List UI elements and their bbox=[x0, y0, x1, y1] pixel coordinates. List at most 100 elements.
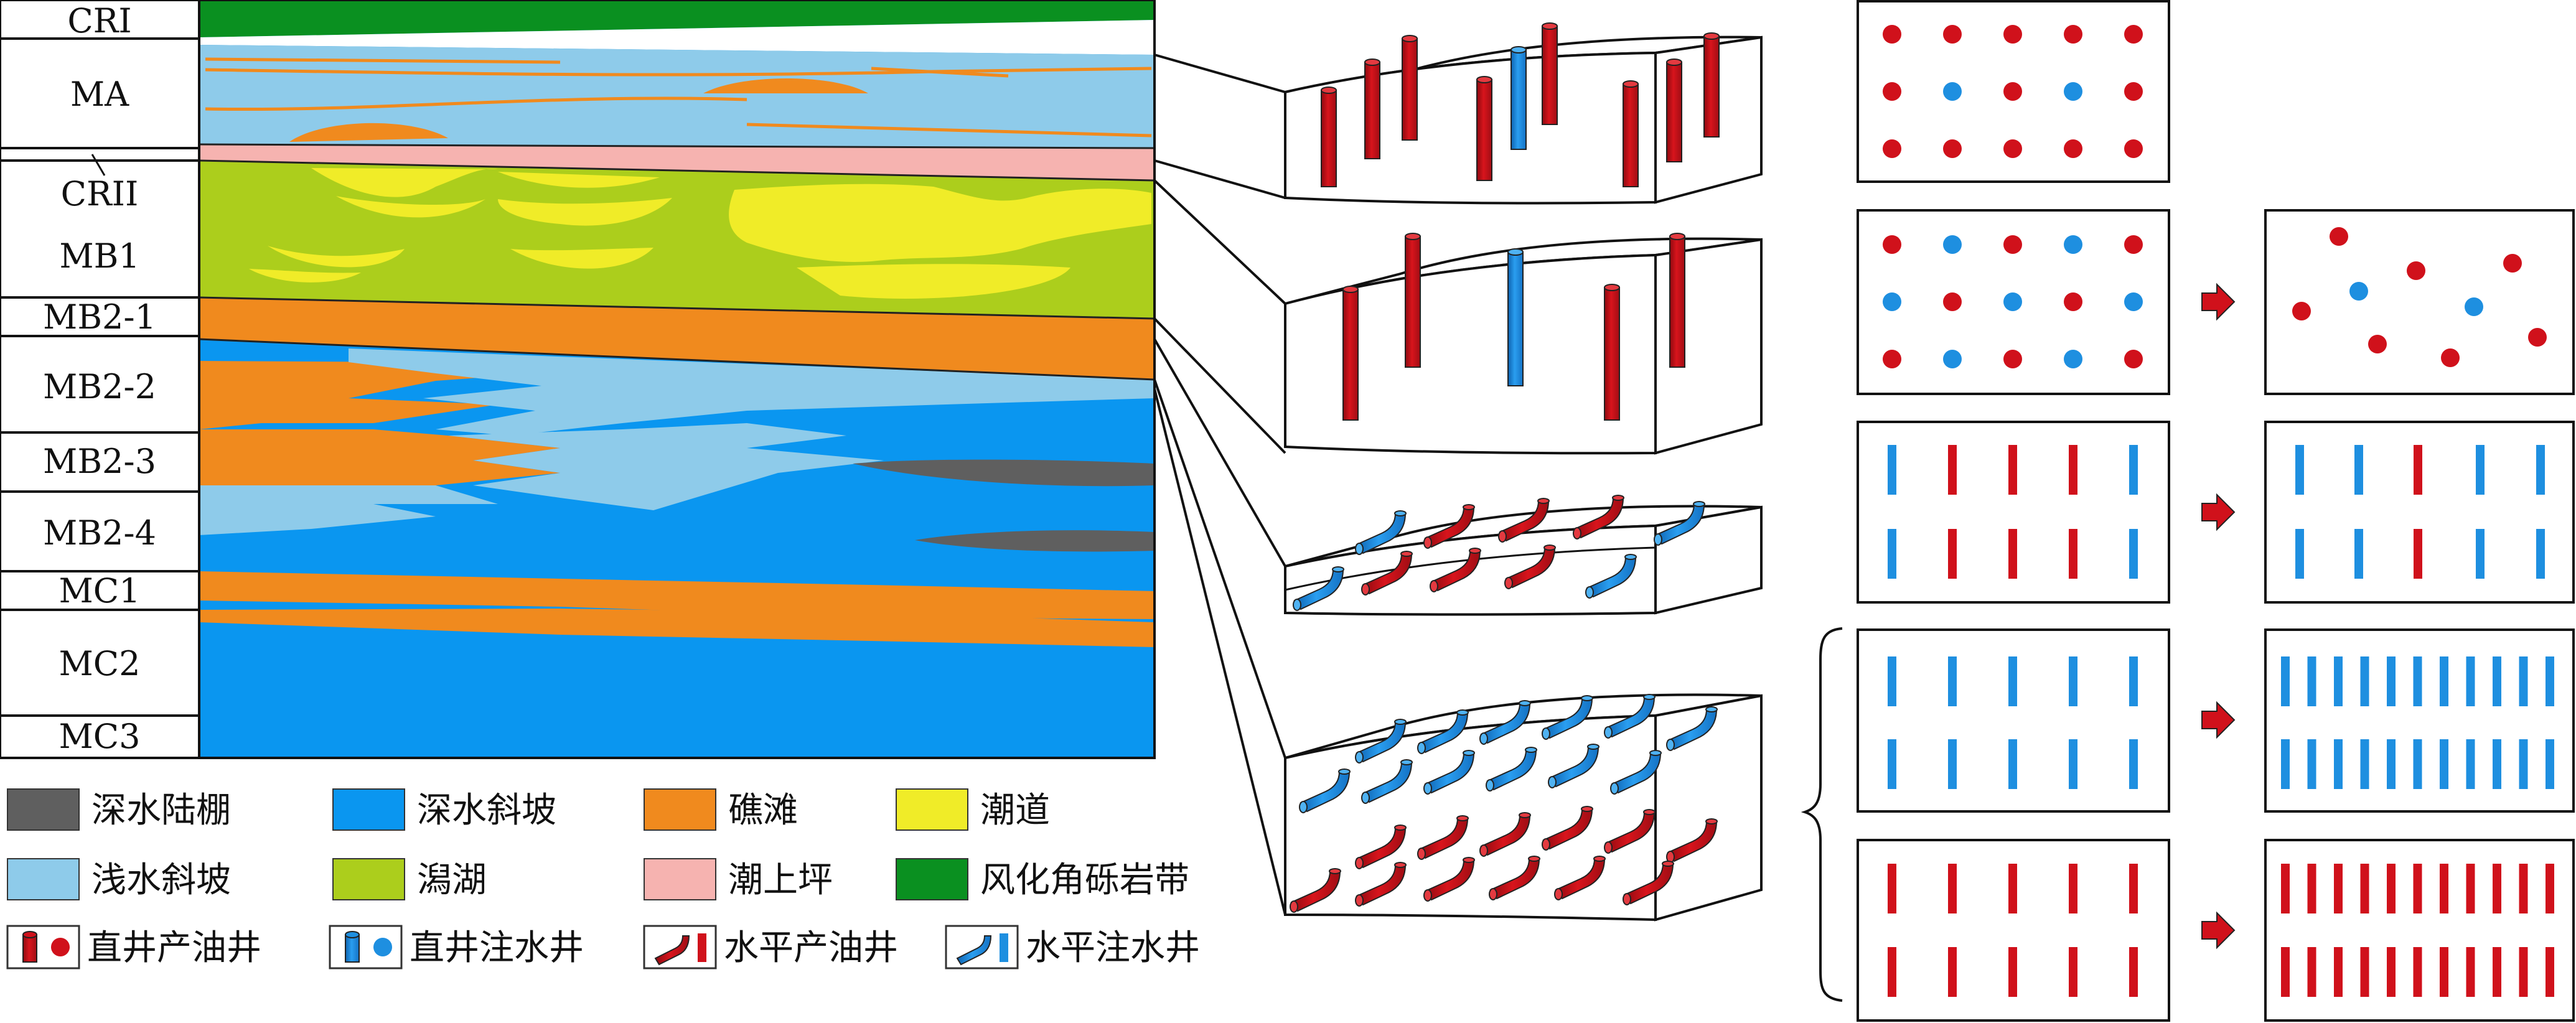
production-well-bar bbox=[2414, 445, 2422, 495]
legend-label: 深水斜坡 bbox=[417, 790, 556, 831]
production-well-bar bbox=[2387, 864, 2396, 913]
injection-well-bar bbox=[2476, 529, 2485, 579]
production-well-bar bbox=[2387, 947, 2396, 997]
deep-shelf-lens bbox=[915, 530, 1155, 552]
injection-well-bar bbox=[2129, 739, 2138, 789]
production-well-bar bbox=[2069, 864, 2077, 913]
legend-label: 潮道 bbox=[980, 790, 1050, 831]
horizontal-injection-well bbox=[1486, 747, 1537, 792]
injection-well-bar bbox=[2295, 529, 2304, 579]
horizontal-injection-well bbox=[1423, 750, 1475, 795]
production-well-bar bbox=[2008, 529, 2017, 579]
horizontal-injection-well bbox=[1299, 768, 1351, 813]
shallow-slope-facies-mb2-3 bbox=[448, 423, 884, 510]
injection-well-bar bbox=[2295, 445, 2304, 495]
production-well-bar bbox=[2069, 445, 2077, 495]
pattern-panel-2 bbox=[1857, 209, 2170, 395]
injection-well-dot bbox=[2124, 292, 2143, 311]
injection-well-dot bbox=[1883, 292, 1901, 311]
production-well-bar bbox=[2008, 445, 2017, 495]
stratum-label-mb1: MB1 bbox=[59, 236, 139, 276]
production-well-bar bbox=[2008, 864, 2017, 913]
production-well-bar bbox=[2360, 947, 2369, 997]
injection-well-dot bbox=[1943, 235, 1962, 254]
horizontal-production-well bbox=[1430, 548, 1481, 592]
legend-item: 深水斜坡 bbox=[332, 788, 556, 831]
injection-well-bar bbox=[2307, 739, 2316, 789]
legend-swatch bbox=[644, 858, 716, 900]
pattern-panel-4 bbox=[1857, 628, 2170, 813]
pattern-panel-4b bbox=[2264, 628, 2575, 813]
horizontal-production-well bbox=[1423, 504, 1475, 549]
injection-well-bar bbox=[2493, 739, 2501, 789]
injection-well-bar bbox=[2519, 739, 2528, 789]
horizontal-injection-well bbox=[1417, 709, 1469, 754]
production-well-bar bbox=[2519, 864, 2528, 913]
horizontal-injection-well bbox=[1479, 700, 1531, 745]
vertical-production-well bbox=[1604, 284, 1620, 421]
stratum-labels: CRI MA CRII MB1 MB2-1 MB2-2 MB2-3 MB2-4 … bbox=[0, 0, 200, 759]
production-well-bar bbox=[2008, 947, 2017, 997]
production-well-dot bbox=[2003, 350, 2022, 368]
injection-well-dot bbox=[2064, 350, 2082, 368]
legend-label: 礁滩 bbox=[728, 790, 798, 831]
vertical-injection-well bbox=[1507, 248, 1524, 386]
production-well-bar bbox=[1948, 864, 1957, 913]
stratum-label-mb2-3: MB2-3 bbox=[43, 442, 156, 481]
legend-label: 潟湖 bbox=[417, 860, 487, 900]
production-well-bar bbox=[2546, 947, 2554, 997]
vertical-production-well bbox=[1405, 233, 1421, 368]
horizontal-injection-well bbox=[1610, 750, 1662, 795]
production-well-dot bbox=[1883, 82, 1901, 101]
injection-well-bar bbox=[2413, 656, 2422, 706]
legend-item: 直井产油井 bbox=[6, 925, 261, 969]
injection-well-bar bbox=[2360, 656, 2369, 706]
injection-well-bar bbox=[2129, 445, 2138, 495]
injection-well-bar bbox=[2466, 656, 2475, 706]
production-well-bar bbox=[1888, 947, 1896, 997]
reef-lens bbox=[289, 123, 448, 142]
injection-well-bar bbox=[2536, 529, 2545, 579]
injection-well-bar bbox=[2360, 739, 2369, 789]
legend-item: 浅水斜坡 bbox=[7, 858, 231, 900]
shallow-slope-facies-mb2-4 bbox=[199, 485, 498, 535]
horizontal-production-well bbox=[1290, 868, 1341, 913]
vertical-production-well-icon bbox=[6, 925, 80, 969]
pattern-panel-5b bbox=[2264, 839, 2575, 1022]
production-well-dot bbox=[2003, 25, 2022, 44]
production-well-dot bbox=[2503, 254, 2522, 273]
vertical-production-well bbox=[1542, 22, 1558, 125]
horizontal-production-well bbox=[1489, 856, 1540, 900]
production-well-dot bbox=[1943, 292, 1962, 311]
production-well-dot bbox=[2124, 350, 2143, 368]
legend: 深水陆棚深水斜坡礁滩潮道浅水斜坡潟湖潮上坪风化角砾岩带 直井产油井直井注水井水平… bbox=[6, 788, 1200, 969]
legend-item: 直井注水井 bbox=[329, 925, 584, 969]
deep-shelf-lens bbox=[853, 459, 1155, 487]
legend-label: 浅水斜坡 bbox=[91, 860, 231, 900]
horizontal-production-well bbox=[1604, 809, 1656, 854]
production-well-bar bbox=[2546, 864, 2554, 913]
vertical-production-well bbox=[1402, 35, 1418, 141]
horizontal-production-well bbox=[1355, 824, 1407, 869]
production-well-bar bbox=[1948, 947, 1957, 997]
stratum-label-mc3: MC3 bbox=[59, 717, 141, 756]
injection-well-bar bbox=[2387, 739, 2396, 789]
production-well-bar bbox=[2129, 947, 2138, 997]
arrow-right-icon bbox=[2201, 493, 2236, 531]
legend-label: 水平注水井 bbox=[1026, 928, 1200, 968]
production-well-bar bbox=[1948, 445, 1957, 495]
legend-item: 水平产油井 bbox=[643, 925, 898, 969]
production-well-bar bbox=[2069, 947, 2077, 997]
vertical-production-well bbox=[1623, 80, 1639, 187]
legend-item: 礁滩 bbox=[644, 788, 798, 831]
production-well-bar bbox=[2493, 864, 2501, 913]
legend-item: 潟湖 bbox=[332, 858, 487, 900]
injection-well-bar bbox=[2354, 529, 2363, 579]
production-well-bar bbox=[2281, 947, 2290, 997]
horizontal-injection-well bbox=[1666, 706, 1718, 751]
horizontal-injection-well bbox=[1355, 510, 1407, 555]
vertical-production-well bbox=[1476, 76, 1492, 181]
injection-well-dot bbox=[2003, 292, 2022, 311]
horizontal-production-well bbox=[1666, 818, 1718, 863]
